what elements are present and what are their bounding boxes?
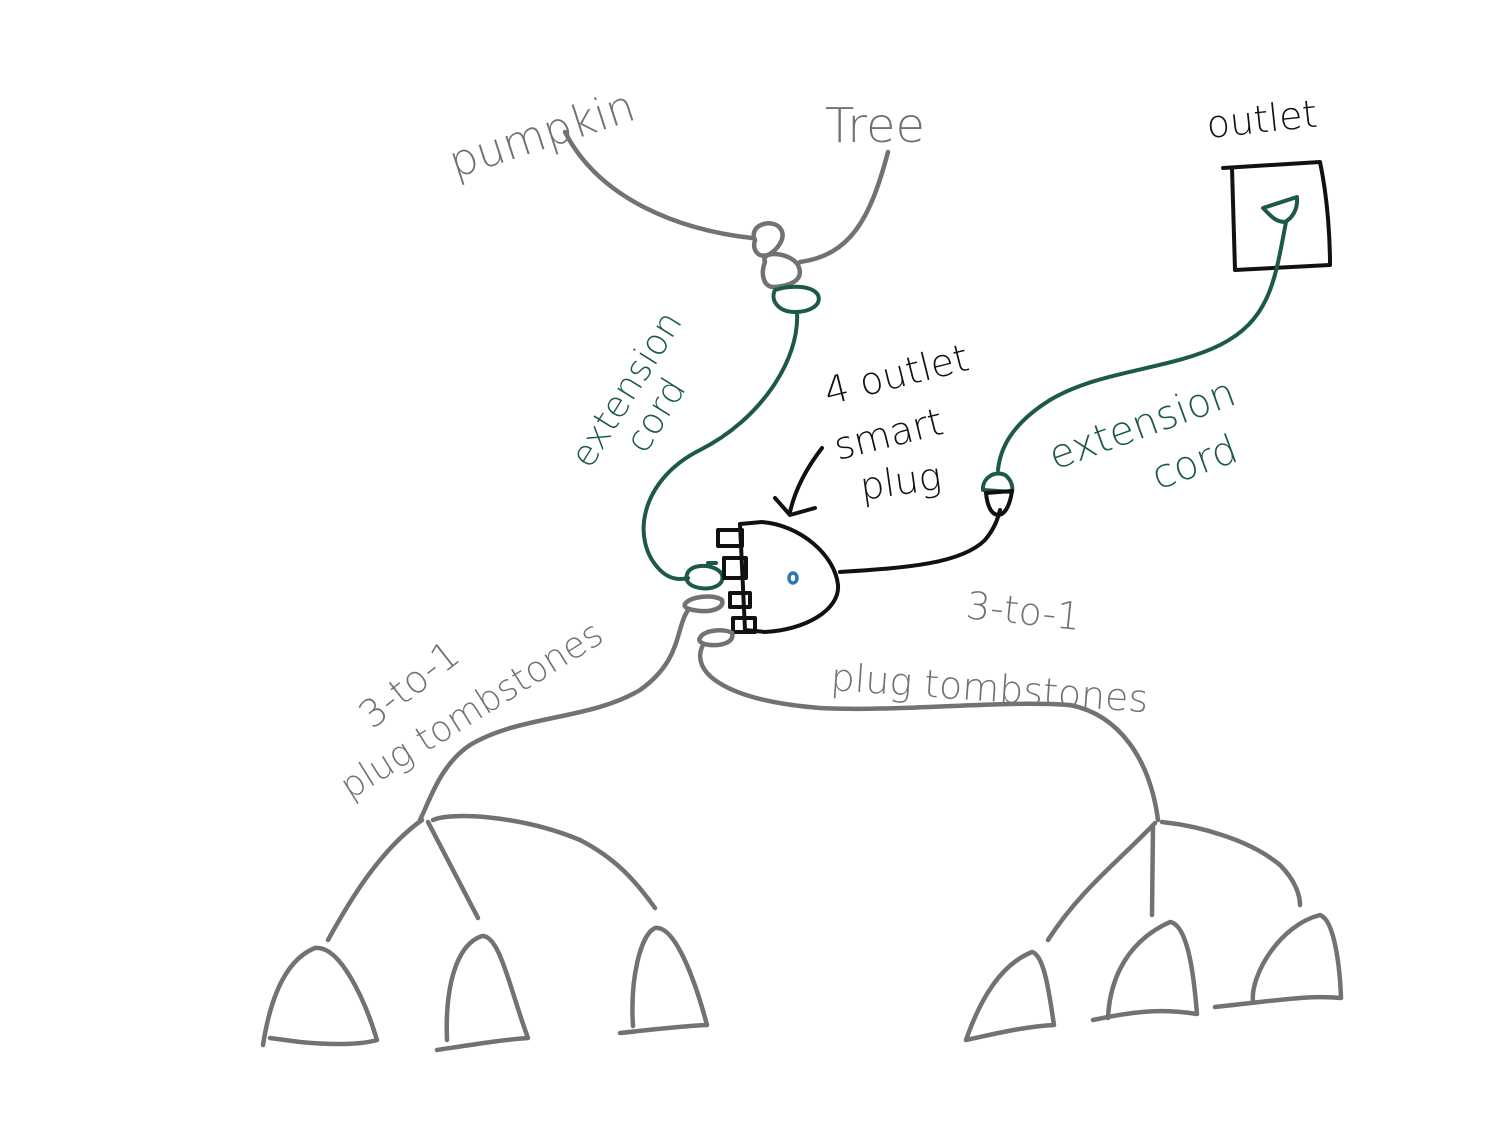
smart-plug-outlet-3 [728, 591, 752, 609]
left-tombstone-1 [260, 945, 380, 1048]
right-splitter-branches [1045, 819, 1303, 943]
left-tombstone-3 [617, 925, 710, 1036]
right-extension-cord-line [996, 220, 1288, 472]
left-tombstone-plug-icon [682, 594, 725, 614]
smart-plug-outlet-2 [722, 556, 748, 580]
right-tombstone-plug-icon [697, 628, 735, 648]
pumpkin-label: pumpkin [443, 81, 642, 189]
right-tombstone-2 [1090, 919, 1200, 1023]
left-tombstone-2 [434, 933, 531, 1053]
tombstone-connectors [682, 594, 735, 648]
outlet-label: outlet [1204, 92, 1319, 147]
tree-node: Tree [797, 98, 925, 265]
left-extension-cord: extension cord [563, 304, 800, 591]
wall-outlet-box [1221, 160, 1332, 272]
tree-plug-icon [760, 251, 802, 290]
left-tombstone-cord [417, 607, 691, 823]
right-tombstones-node: 3-to-1 plug tombstones [697, 583, 1344, 1043]
extension-cord-socket-icon [771, 284, 821, 314]
pumpkin-plug-icon [751, 221, 785, 258]
smart-plug-end-icon [984, 489, 1014, 517]
left-extension-cord-line [641, 310, 800, 581]
smart-plug-label-3: plug [857, 454, 944, 509]
right-tombstone-3 [1212, 912, 1344, 1010]
wall-outlet-node: outlet [1204, 92, 1332, 272]
pumpkin-cord [562, 129, 755, 241]
smart-plug-label-1: 4 outlet [820, 335, 974, 413]
smart-plug-outlet-4 [731, 616, 757, 634]
smart-plug-indicator-icon [787, 571, 799, 585]
top-plug-stack [751, 221, 821, 314]
right-extension-cord: extension cord [981, 220, 1288, 517]
tree-cord [797, 149, 891, 265]
right-tombstone-cord [697, 642, 1161, 823]
right-tombstone-1 [963, 949, 1057, 1043]
smart-plug-outlet-1 [716, 528, 744, 548]
right-tombstone-label-2: plug tombstones [829, 655, 1149, 721]
smart-plug-cord [838, 508, 1002, 574]
pumpkin-node: pumpkin [443, 81, 755, 241]
smart-plug-outlets [716, 528, 757, 634]
tree-label: Tree [825, 98, 925, 154]
outlet-plug-icon [1261, 195, 1300, 224]
left-splitter-branches [325, 813, 658, 943]
right-tombstone-label-1: 3-to-1 [964, 583, 1083, 639]
left-extension-plug-icon [684, 561, 725, 591]
smart-plug-body [738, 520, 841, 634]
smart-plug-node: 4 outlet smart plug [716, 335, 1002, 634]
left-tombstones-node: 3-to-1 plug tombstones [260, 607, 710, 1053]
arrow-icon [773, 446, 824, 517]
right-extension-socket-icon [981, 471, 1015, 494]
